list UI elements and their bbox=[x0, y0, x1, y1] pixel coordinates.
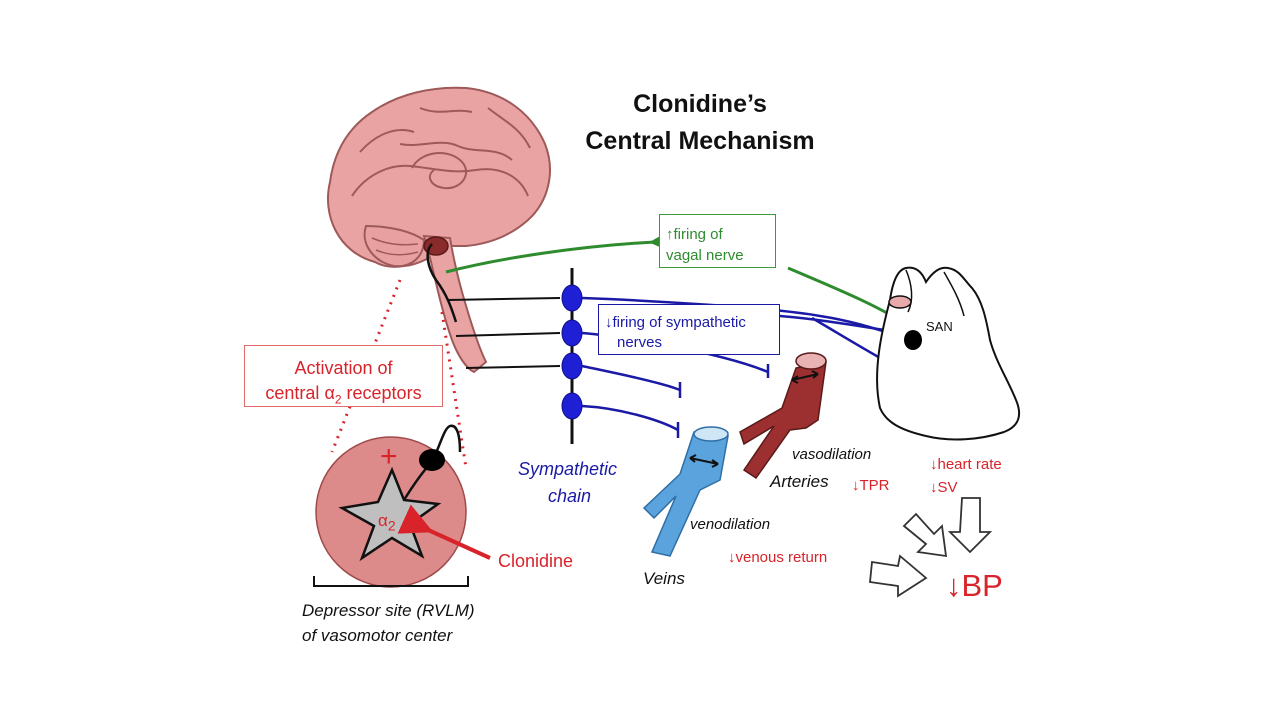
sympathetic-firing-box: ↓firing of sympathetic nerves bbox=[598, 304, 780, 355]
title-line-2: Central Mechanism bbox=[585, 127, 815, 155]
veins-label: Veins bbox=[643, 569, 685, 588]
clonidine-arrow bbox=[397, 504, 491, 560]
bp-arrows bbox=[869, 497, 993, 598]
title-line-1: Clonidine’s bbox=[633, 90, 767, 118]
activation-line-2: central α2 receptors bbox=[265, 383, 422, 407]
sv-label: ↓SV bbox=[930, 479, 958, 496]
diagram-title-2: Central Mechanism bbox=[0, 129, 1280, 154]
venous-return-label: ↓venous return bbox=[728, 549, 828, 566]
san-label: SAN bbox=[926, 319, 953, 334]
heart-icon bbox=[876, 266, 1021, 441]
plus-sign: + bbox=[380, 440, 398, 473]
brain-icon bbox=[326, 86, 551, 374]
vagal-nerve-path bbox=[445, 225, 680, 274]
activation-box: Activation of central α2 receptors bbox=[244, 345, 443, 407]
depressor-line-1: Depressor site (RVLM) bbox=[302, 601, 475, 620]
vagal-line-1: firing of bbox=[673, 226, 723, 243]
up-arrow-icon: ↑ bbox=[666, 226, 674, 243]
arteries-label: Arteries bbox=[770, 472, 829, 491]
bp-label: ↓BP bbox=[946, 568, 1003, 603]
clonidine-label: Clonidine bbox=[498, 551, 574, 571]
alpha2-label: α2 bbox=[378, 511, 396, 534]
sympathetic-chain bbox=[561, 268, 583, 444]
vagal-firing-box: ↑firing of vagal nerve bbox=[659, 214, 776, 268]
artery-icon bbox=[739, 352, 827, 480]
rvlm-circle bbox=[315, 424, 467, 588]
activation-line-1: Activation of bbox=[294, 358, 393, 378]
vagal-line-2: vagal nerve bbox=[666, 247, 744, 264]
sympathetic-line-1: firing of sympathetic bbox=[612, 314, 746, 331]
sympathetic-line-2: nerves bbox=[617, 334, 663, 351]
venodilation-label: venodilation bbox=[690, 516, 771, 533]
sympathetic-chain-label-1: Sympathetic bbox=[518, 459, 618, 479]
tpr-label: ↓TPR bbox=[852, 477, 890, 494]
diagram-title: Clonidine’s bbox=[0, 92, 1280, 117]
heart-rate-label: ↓heart rate bbox=[930, 456, 1002, 473]
depressor-line-2: of vasomotor center bbox=[302, 626, 453, 645]
down-arrow-icon: ↓ bbox=[605, 314, 613, 331]
vein-icon bbox=[642, 426, 729, 557]
sympathetic-chain-label-2: chain bbox=[548, 486, 592, 506]
vasodilation-label: vasodilation bbox=[792, 446, 872, 463]
